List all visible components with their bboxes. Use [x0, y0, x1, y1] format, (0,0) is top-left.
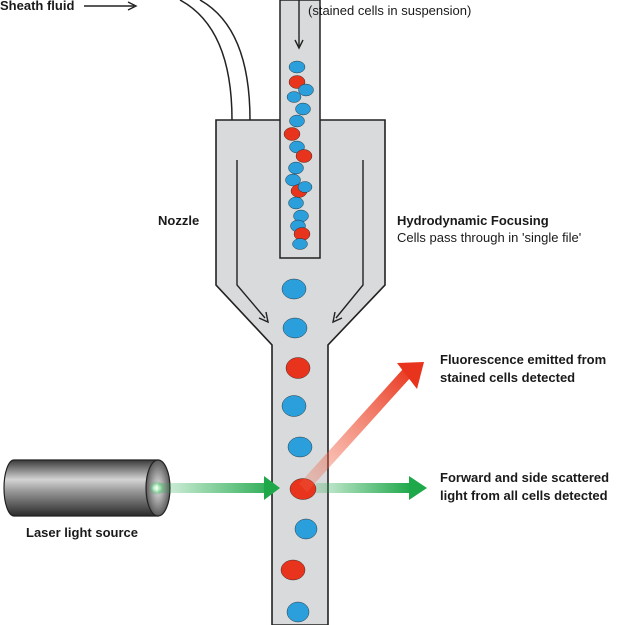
red-cell [283, 127, 301, 141]
red-cell [285, 357, 311, 379]
sample-note-label: (stained cells in suspension) [308, 3, 471, 18]
blue-cell [288, 161, 304, 175]
blue-cell [286, 91, 302, 103]
nozzle-label: Nozzle [158, 213, 199, 228]
sample-inlet-arrowhead [294, 39, 304, 50]
sheath-fluid-label: Sheath fluid [0, 0, 74, 13]
sheath-flow-arrowhead-right [332, 311, 343, 324]
blue-cell [285, 173, 301, 187]
blue-cell [292, 238, 308, 250]
red-cell [280, 559, 306, 581]
blue-cell [286, 601, 310, 623]
sheath-flow-arrowhead-left [258, 311, 269, 324]
scatter-beam [316, 483, 411, 493]
blue-cell [287, 436, 313, 458]
blue-cell [289, 114, 305, 128]
focusing-description: Cells pass through in 'single file' [397, 230, 581, 245]
sheath-flow-lines [236, 160, 364, 319]
scatter-label-line2: light from all cells detected [440, 488, 608, 503]
fluorescence-beam-arrowhead [397, 362, 424, 389]
scatter-beam-arrowhead [409, 476, 427, 500]
blue-cell [288, 196, 304, 210]
scatter-label-line1: Forward and side scattered [440, 470, 609, 485]
blue-cell [295, 102, 311, 116]
focusing-title: Hydrodynamic Focusing [397, 213, 549, 228]
blue-cell [297, 181, 313, 193]
fluorescence-label-line2: stained cells detected [440, 370, 575, 385]
sample-cells [283, 60, 314, 250]
laser-beam [158, 483, 266, 493]
red-cell [295, 149, 313, 163]
sheath-fluid-arrowhead [127, 1, 138, 11]
laser-beam-arrowhead [264, 476, 280, 500]
blue-cell [281, 278, 307, 300]
blue-cell [294, 518, 318, 540]
fluorescence-label-line1: Fluorescence emitted from [440, 352, 606, 367]
sheath-fluid-tubes [179, 0, 251, 121]
blue-cell [288, 60, 306, 74]
blue-cell [282, 317, 308, 339]
blue-cell [281, 395, 307, 417]
laser-label: Laser light source [26, 525, 138, 540]
blue-cell [298, 83, 314, 97]
laser-light-source [3, 459, 171, 517]
fluorescence-beam [299, 369, 411, 492]
red-cell [288, 75, 306, 89]
